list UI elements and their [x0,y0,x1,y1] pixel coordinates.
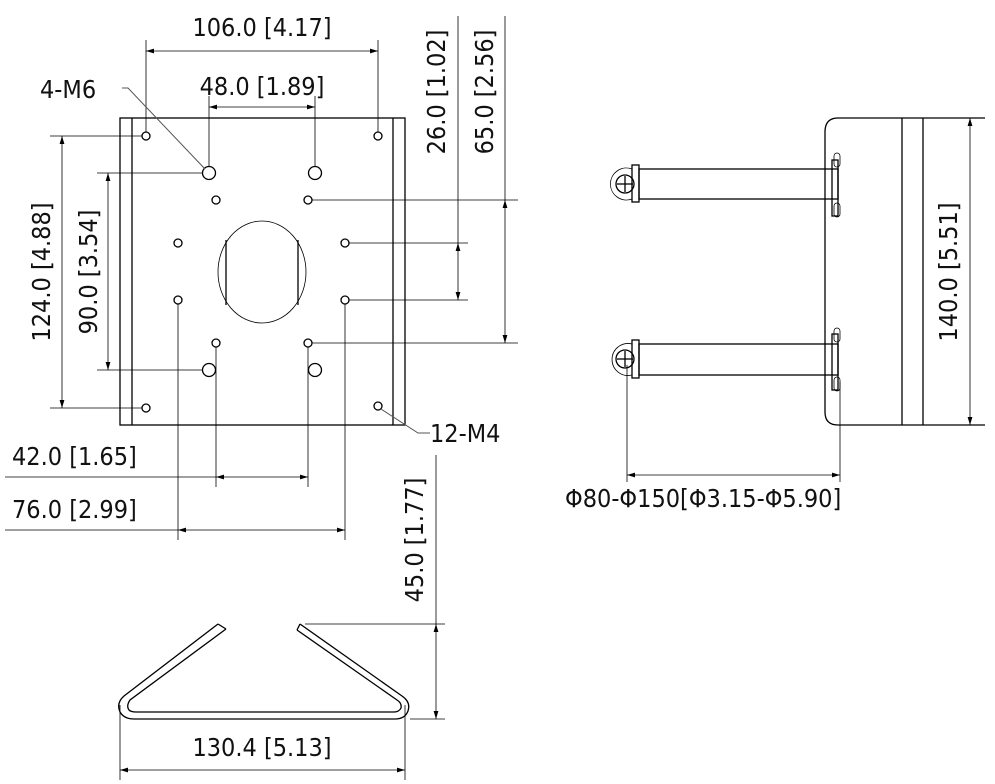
dim-pole-range: Φ80-Φ150[Φ3.15-Φ5.90] [565,365,841,513]
dim-height-outer: 124.0 [4.88] [27,135,142,409]
clamp-arm-bottom [611,327,841,392]
dim-bracket-width: 130.4 [5.13] [119,705,406,780]
dim-label: 45.0 [1.77] [400,478,429,603]
dim-side-height: 140.0 [5.51] [934,118,973,425]
mounting-plate-front [119,117,406,426]
dim-label: 106.0 [4.17] [192,13,331,42]
v-bracket [118,623,410,720]
m4-callout: 12-M4 [380,408,500,448]
dim-horizontal-42: 42.0 [1.65] [5,347,309,487]
dim-width-inner: 48.0 [1.89] [200,72,325,167]
mounting-plate-side [824,117,985,426]
dim-label: 124.0 [4.88] [27,202,56,341]
clamp-arm-top [610,152,841,218]
callout-label: 12-M4 [430,419,500,448]
callout-label: 4-M6 [40,75,96,104]
dim-label: 140.0 [5.51] [934,202,963,341]
dim-label: 90.0 [3.54] [74,210,103,335]
dim-label: 130.4 [5.13] [192,733,331,762]
dim-label: Φ80-Φ150[Φ3.15-Φ5.90] [565,484,841,513]
dim-bracket-height: 45.0 [1.77] [305,455,445,720]
dim-vertical-65: 65.0 [2.56] [312,16,518,344]
m6-callout: 4-M6 [40,75,206,170]
dim-label: 48.0 [1.89] [200,72,325,101]
dim-horizontal-76: 76.0 [2.99] [5,304,346,540]
dim-label: 26.0 [1.02] [422,30,451,155]
dim-vertical-26: 26.0 [1.02] [349,16,468,301]
dim-label: 42.0 [1.65] [12,442,137,471]
dim-label: 65.0 [2.56] [470,30,499,155]
dim-height-inner: 90.0 [3.54] [74,172,203,371]
dim-width-outer: 106.0 [4.17] [145,13,379,132]
dim-label: 76.0 [2.99] [12,495,137,524]
